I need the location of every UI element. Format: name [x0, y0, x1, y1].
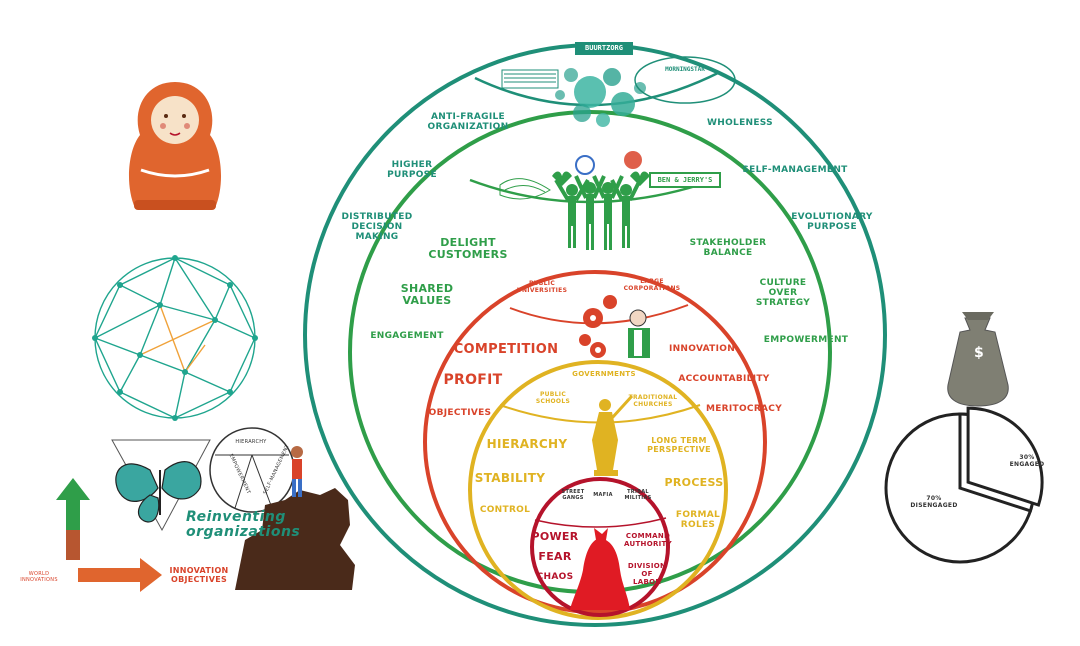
red-label-power: POWER [531, 530, 579, 543]
teal-label-evolutionary-purpose: EVOLUTIONARY PURPOSE [791, 212, 873, 233]
red-label-fear: FEAR [538, 550, 572, 563]
orange-label-competition: COMPETITION [453, 342, 559, 357]
teal-building-sketch [501, 69, 559, 89]
green-wings-sketch [499, 178, 551, 200]
green-small-logo-2 [624, 151, 642, 169]
green-label-stakeholder-balance: STAKEHOLDER BALANCE [689, 238, 767, 259]
orange-label-innovation: INNOVATION [668, 344, 736, 354]
green-label-delight-customers: DELIGHT CUSTOMERS [428, 236, 508, 262]
amber-stage-circle [468, 360, 728, 620]
innovation-objectives-label: INNOVATION OBJECTIVES [169, 566, 229, 584]
red-stage-chord [534, 517, 667, 528]
green-label-culture-over-strategy: CULTURE OVER STRATEGY [755, 278, 811, 309]
reinventing-organizations-title: Reinventing organizations [186, 509, 301, 540]
ben-jerrys-logo-box [649, 172, 721, 188]
money-bag-icon [947, 312, 1009, 407]
red-label-chaos: CHAOS [536, 572, 574, 582]
green-label-empowerment: EMPOWERMENT [763, 335, 849, 345]
amber-label-control: CONTROL [479, 505, 531, 515]
buurtzorg-logo: BUURTZORG [585, 44, 623, 52]
orange-stage-circle [423, 270, 767, 614]
amber-label-hierarchy: HIERARCHY [486, 437, 568, 451]
orange-gears-illustration [579, 295, 617, 358]
pie-label-disengaged: 70% DISENGAGED [910, 495, 958, 509]
pie-label-engaged: 30% ENGAGED [1009, 454, 1045, 468]
red-example-mafia: MAFIA [593, 492, 613, 498]
orange-person-illustration [628, 309, 650, 358]
teal-label-distributed-decision: DISTRIBUTED DECISION MAKING [341, 212, 413, 243]
pie-slice-engaged [966, 406, 1044, 507]
matryoshka-doll-icon [128, 82, 222, 210]
amber-example-governments: GOVERNMENTS [572, 370, 636, 378]
orange-example-corporations: LARGE CORPORATIONS [623, 278, 681, 292]
red-wolf-illustration [570, 528, 630, 610]
teal-label-self-management: SELF-MANAGEMENT [742, 165, 848, 175]
teal-label-wholeness: WHOLENESS [707, 118, 773, 128]
orange-label-objectives: OBJECTIVES [428, 408, 492, 418]
amber-label-long-term-perspective: LONG TERM PERSPECTIVE [647, 436, 711, 454]
orange-label-accountability: ACCOUNTABILITY [678, 374, 770, 384]
morningstar-logo-oval [634, 56, 736, 104]
red-label-division-of-labor: DIVISION OF LABOR [627, 562, 667, 586]
red-example-street-gangs: STREET GANGS [561, 489, 585, 501]
orange-label-meritocracy: MERITOCRACY [705, 404, 783, 414]
speech-bubble-dividers [215, 454, 289, 509]
teal-bubbles-illustration [555, 68, 646, 127]
orange-label-profit: PROFIT [443, 372, 503, 388]
red-example-tribal-militias: TRIBAL MILITIAS [624, 489, 652, 501]
buurtzorg-logo-box [575, 42, 633, 55]
amber-figure-illustration [592, 394, 634, 476]
mountain-silhouette-icon [235, 446, 355, 590]
amber-label-stability: STABILITY [474, 471, 546, 485]
teal-label-higher-purpose: HIGHER PURPOSE [387, 160, 437, 181]
ben-jerrys-logo: BEN & JERRY'S [657, 176, 713, 184]
amber-example-churches: TRADITIONAL CHURCHES [628, 394, 678, 408]
amber-label-formal-roles: FORMAL ROLES [675, 510, 721, 531]
morningstar-logo: MORNINGSTAR [665, 66, 705, 73]
speech-bubble-text-1: HIERARCHY [235, 439, 267, 445]
green-small-logo-1 [575, 155, 595, 175]
green-people-illustration [552, 171, 650, 250]
green-up-arrow-icon [56, 478, 90, 560]
red-stage-circle [530, 477, 670, 617]
geodesic-network-icon [92, 255, 258, 421]
money-bag-dollar-sign: $ [973, 345, 985, 361]
green-label-shared-values: SHARED VALUES [400, 282, 454, 308]
orange-right-arrow-icon [78, 558, 162, 592]
amber-label-process: PROCESS [664, 476, 724, 489]
arrow-small-label: WORLD INNOVATIONS [20, 571, 58, 583]
amber-example-public-schools: PUBLIC SCHOOLS [535, 391, 571, 405]
red-label-command-authority: COMMAND AUTHORITY [623, 532, 672, 548]
green-label-engagement: ENGAGEMENT [370, 331, 444, 341]
teal-label-anti-fragile: ANTI-FRAGILE ORGANIZATION [427, 112, 509, 133]
butterfly-sketch-icon [111, 439, 211, 532]
orange-example-universities: PUBLIC UNIVERSITIES [516, 280, 568, 294]
